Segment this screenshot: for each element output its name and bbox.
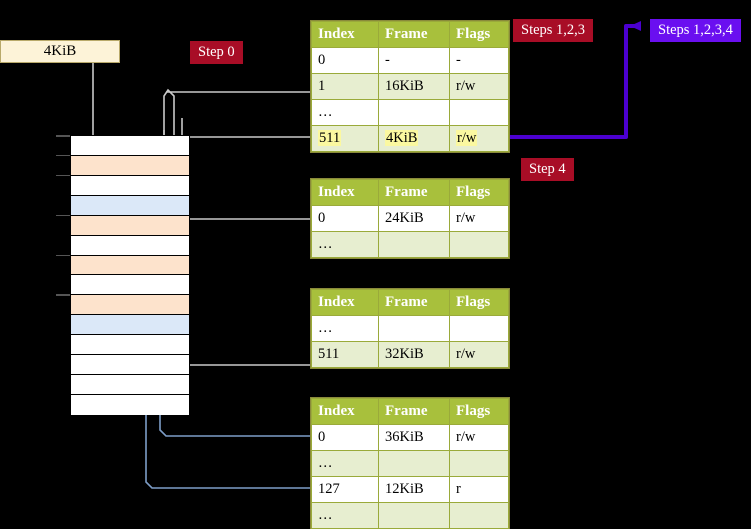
cell-index: …: [311, 231, 379, 258]
frame-boundary-tick: [56, 294, 70, 296]
frame-boundary-tick: [56, 254, 70, 257]
connector-frame-to-level2: [179, 314, 310, 366]
cell-frame: [378, 231, 450, 258]
column-header-flags: Flags: [449, 21, 509, 48]
column-header-index: Index: [311, 179, 379, 206]
frame-boundary-tick: [56, 154, 70, 157]
cell-index: 1: [311, 73, 379, 100]
column-header-flags: Flags: [449, 179, 509, 206]
connector-frame-to-level1: [179, 218, 310, 254]
column-header-frame: Frame: [378, 21, 450, 48]
cell-index: 0: [311, 205, 379, 232]
memory-frame-row: [71, 136, 189, 156]
table-row: …: [311, 502, 509, 529]
memory-frame-row: [71, 315, 189, 336]
cell-index: 511: [311, 341, 379, 368]
cell-flags: [449, 99, 509, 126]
frame-boundary-tick: [56, 174, 70, 177]
physical-memory-column: [70, 135, 190, 415]
cell-flags: [449, 231, 509, 258]
cell-frame: 36KiB: [378, 424, 450, 451]
memory-frame-row: [71, 335, 189, 356]
memory-frame-row: [71, 215, 189, 236]
badge-steps-123: Steps 1,2,3: [513, 19, 594, 42]
cell-flags: [449, 502, 509, 529]
cell-index: …: [311, 315, 379, 342]
memory-frame-row: [71, 275, 189, 296]
cell-frame: 16KiB: [378, 73, 450, 100]
badge-label: Steps 1,2,3: [521, 22, 586, 38]
cell-index: …: [311, 99, 379, 126]
cell-flags: r/w: [449, 125, 509, 152]
cell-flags: r: [449, 476, 509, 503]
size-box-label: 4KiB: [43, 43, 77, 59]
badge-label: Steps 1,2,3,4: [658, 22, 733, 38]
cell-frame: 24KiB: [378, 205, 450, 232]
cell-index: …: [311, 450, 379, 477]
memory-frame-row: [71, 195, 189, 216]
column-header-index: Index: [311, 398, 379, 425]
memory-frame-row: [71, 155, 189, 176]
cell-frame: [378, 502, 450, 529]
badge-label: Step 0: [198, 44, 235, 60]
cell-frame: [378, 315, 450, 342]
cell-frame: 12KiB: [378, 476, 450, 503]
size-box-4kib: 4KiB: [0, 40, 120, 63]
cell-index: …: [311, 502, 379, 529]
frame-boundary-tick: [56, 214, 70, 217]
table-row: 0--: [311, 47, 509, 74]
memory-frame-row: [71, 375, 189, 396]
table-row: …: [311, 99, 509, 126]
memory-frame-row: [71, 355, 189, 376]
column-header-index: Index: [311, 21, 379, 48]
frame-boundary-tick: [56, 135, 70, 137]
cell-index: 511: [311, 125, 379, 152]
column-header-flags: Flags: [449, 398, 509, 425]
column-header-frame: Frame: [378, 179, 450, 206]
cell-frame: [378, 450, 450, 477]
column-header-index: Index: [311, 289, 379, 316]
memory-frame-row: [71, 175, 189, 196]
badge-step-0: Step 0: [190, 41, 243, 64]
cell-flags: r/w: [449, 205, 509, 232]
table-row: …: [311, 450, 509, 477]
cell-flags: [449, 450, 509, 477]
badge-steps-1234: Steps 1,2,3,4: [650, 19, 741, 42]
cell-frame: 32KiB: [378, 341, 450, 368]
cell-flags: -: [449, 47, 509, 74]
cell-flags: r/w: [449, 73, 509, 100]
cell-frame: 4KiB: [378, 125, 450, 152]
memory-frame-row: [71, 255, 189, 276]
memory-frame-row: [71, 395, 189, 415]
cell-frame: [378, 99, 450, 126]
cell-index: 0: [311, 424, 379, 451]
table-row: …: [311, 231, 509, 258]
cell-index: 0: [311, 47, 379, 74]
badge-step-4: Step 4: [521, 158, 574, 181]
memory-frame-row: [71, 295, 189, 316]
badge-label: Step 4: [529, 161, 566, 177]
column-header-flags: Flags: [449, 289, 509, 316]
cell-frame: -: [378, 47, 450, 74]
cell-index: 127: [311, 476, 379, 503]
column-header-frame: Frame: [378, 289, 450, 316]
cell-flags: [449, 315, 509, 342]
memory-frame-row: [71, 235, 189, 256]
column-header-frame: Frame: [378, 398, 450, 425]
cell-flags: r/w: [449, 424, 509, 451]
cell-flags: r/w: [449, 341, 509, 368]
table-row: …: [311, 315, 509, 342]
